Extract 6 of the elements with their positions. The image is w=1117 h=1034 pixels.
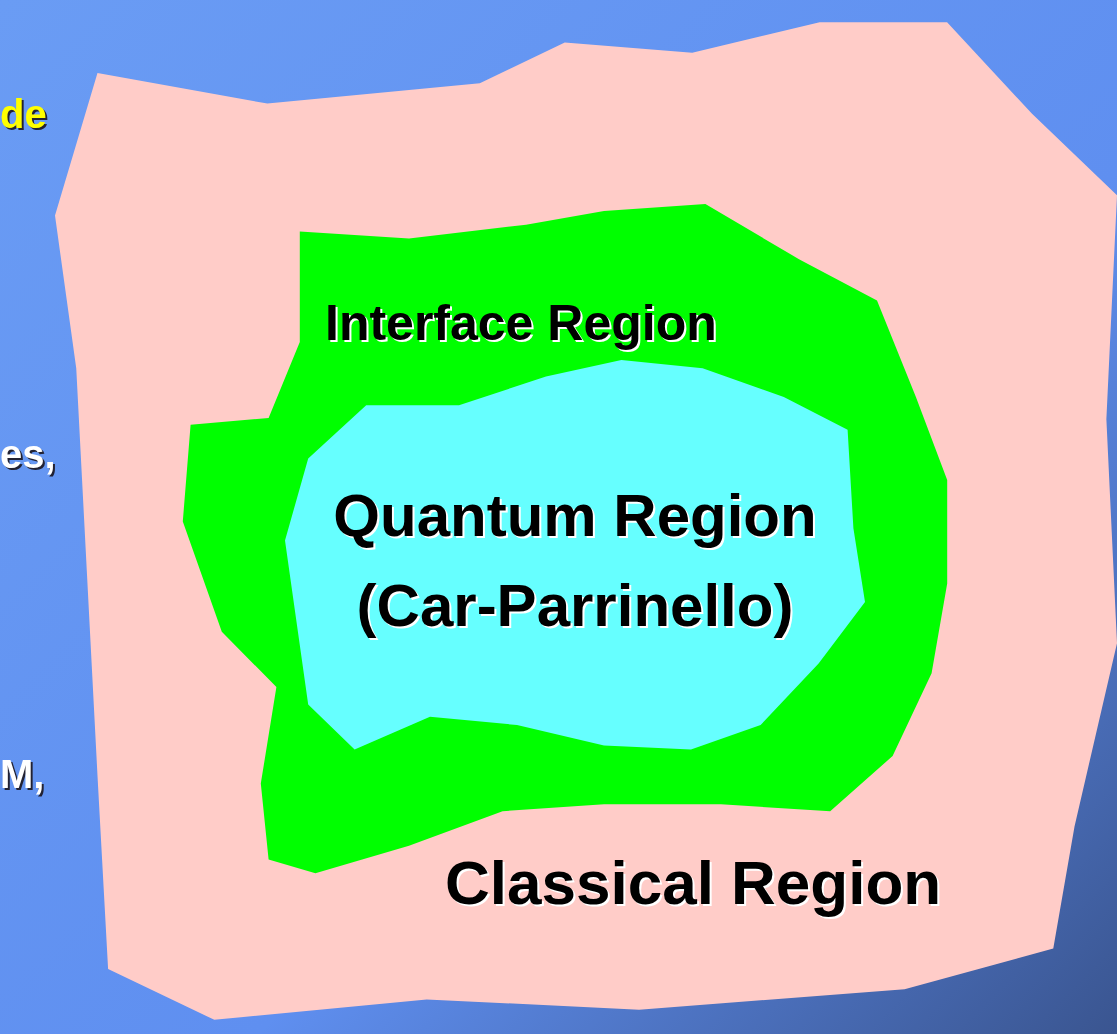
region-label: Interface Region: [325, 294, 717, 352]
text-fragment: M,: [0, 752, 45, 797]
region-label: Quantum Region (Car-Parrinello): [332, 481, 818, 641]
text-fragment: de: [0, 92, 47, 137]
text-fragment: es,: [0, 432, 56, 477]
region-label: Classical Region: [445, 847, 942, 918]
